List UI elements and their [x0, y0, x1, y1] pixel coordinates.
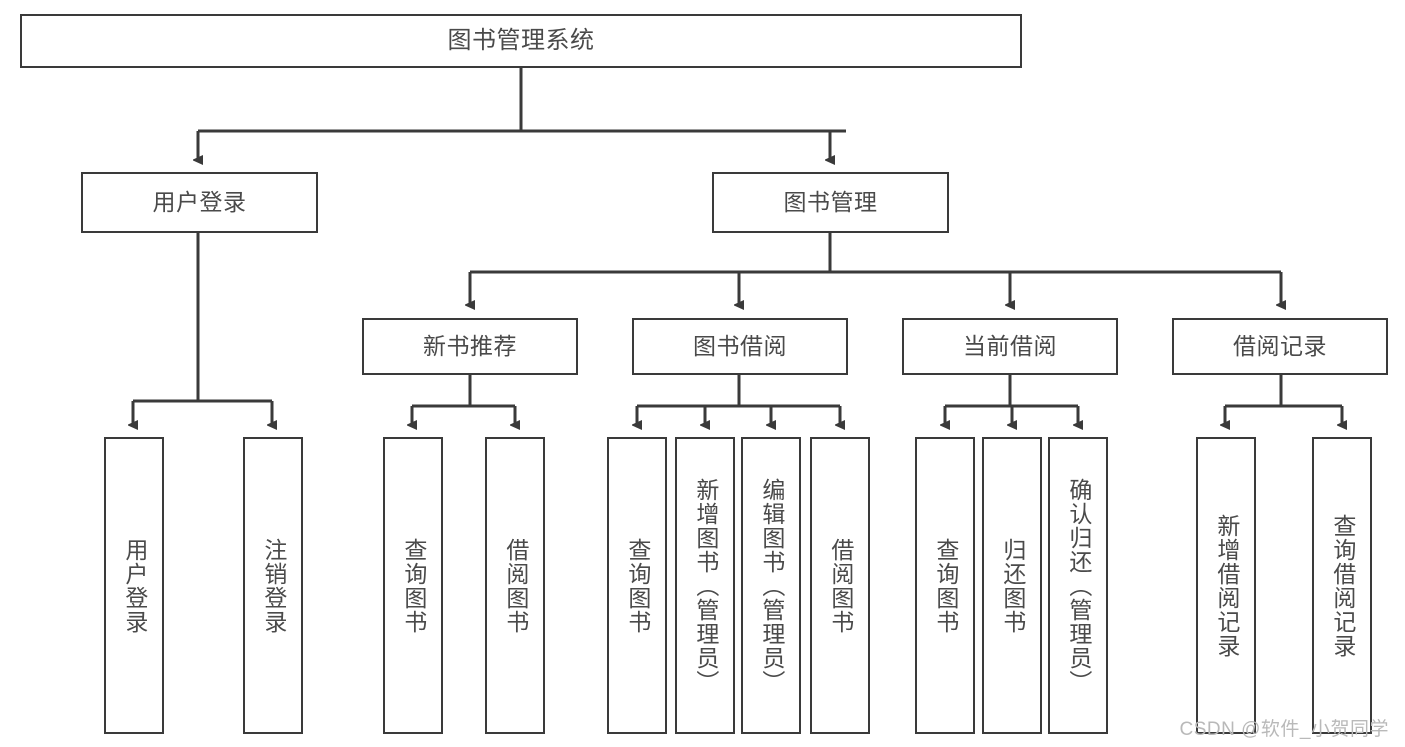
leaf-new-book-query[interactable]: 查询图书	[383, 437, 443, 734]
node-label: 编辑图书（管理员）	[758, 477, 785, 694]
node-label: 图书借阅	[693, 333, 787, 360]
node-new-book-recommend[interactable]: 新书推荐	[362, 318, 578, 375]
leaf-book-borrow-add[interactable]: 新增图书（管理员）	[675, 437, 735, 734]
leaf-user-login-logout[interactable]: 注销登录	[243, 437, 303, 734]
node-label: 新书推荐	[423, 333, 517, 360]
node-label: 用户登录	[152, 189, 247, 216]
leaf-current-borrow-return[interactable]: 归还图书	[982, 437, 1042, 734]
node-label: 图书管理	[783, 189, 878, 216]
leaf-borrow-record-add[interactable]: 新增借阅记录	[1196, 437, 1256, 734]
node-label: 当前借阅	[963, 333, 1057, 360]
node-current-borrow[interactable]: 当前借阅	[902, 318, 1118, 375]
node-book-management[interactable]: 图书管理	[712, 172, 949, 233]
node-label: 归还图书	[999, 537, 1026, 634]
leaf-user-login-login[interactable]: 用户登录	[104, 437, 164, 734]
leaf-book-borrow-edit[interactable]: 编辑图书（管理员）	[741, 437, 801, 734]
node-borrow-record[interactable]: 借阅记录	[1172, 318, 1388, 375]
leaf-current-borrow-confirm-return[interactable]: 确认归还（管理员）	[1048, 437, 1108, 734]
node-label: 查询图书	[932, 537, 959, 634]
node-label: 查询借阅记录	[1329, 513, 1356, 658]
node-label: 新增借阅记录	[1213, 513, 1240, 658]
node-label: 新增图书（管理员）	[692, 477, 719, 694]
node-label: 查询图书	[624, 537, 651, 634]
node-label: 确认归还（管理员）	[1065, 477, 1092, 694]
leaf-book-borrow-query[interactable]: 查询图书	[607, 437, 667, 734]
node-label: 借阅图书	[827, 537, 854, 634]
node-label: 借阅记录	[1233, 333, 1327, 360]
node-user-login[interactable]: 用户登录	[81, 172, 318, 233]
leaf-book-borrow-borrow[interactable]: 借阅图书	[810, 437, 870, 734]
leaf-current-borrow-query[interactable]: 查询图书	[915, 437, 975, 734]
node-root-system[interactable]: 图书管理系统	[20, 14, 1022, 68]
watermark-text: CSDN @软件_小贺同学	[1179, 719, 1389, 740]
node-label: 注销登录	[260, 537, 287, 634]
node-book-borrow[interactable]: 图书借阅	[632, 318, 848, 375]
node-label: 用户登录	[121, 537, 148, 634]
leaf-new-book-borrow[interactable]: 借阅图书	[485, 437, 545, 734]
leaf-borrow-record-query[interactable]: 查询借阅记录	[1312, 437, 1372, 734]
node-label: 借阅图书	[502, 537, 529, 634]
node-label: 图书管理系统	[447, 27, 595, 55]
node-label: 查询图书	[400, 537, 427, 634]
